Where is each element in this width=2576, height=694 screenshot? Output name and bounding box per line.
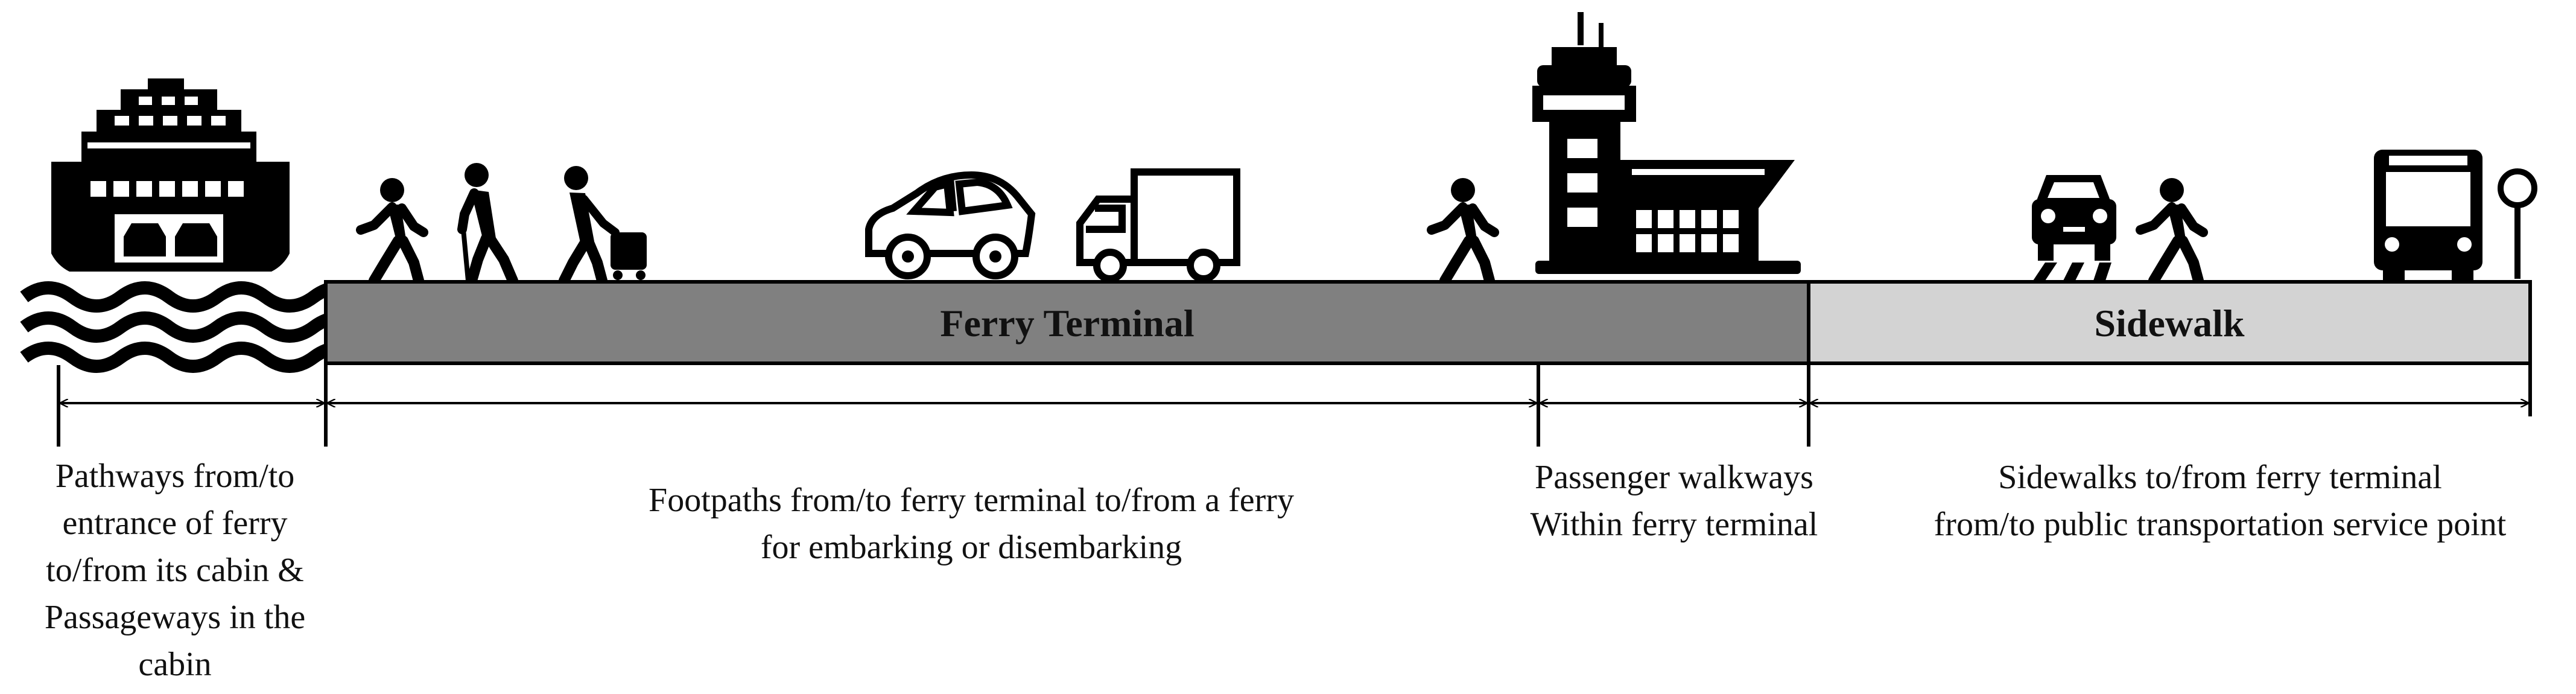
ferry-terminal-bar	[324, 280, 1810, 365]
caption-line: for embarking or disembarking	[760, 529, 1182, 566]
caption-terminal-walkways: Passenger walkways Within ferry terminal	[1508, 454, 1840, 548]
car-front-icon	[2032, 175, 2116, 281]
truck-icon	[1076, 168, 1240, 282]
caption-footpaths: Footpaths from/to ferry terminal to/from…	[543, 477, 1400, 571]
pedestrian-icon	[2140, 178, 2203, 281]
caption-line: to/from its cabin &	[46, 552, 304, 589]
caption-line: Passageways in the	[44, 599, 306, 636]
caption-ferry-cabin: Pathways from/to entrance of ferry to/fr…	[24, 453, 326, 688]
caption-line: Passenger walkways	[1535, 459, 1813, 496]
elderly-pedestrian-icon	[457, 163, 518, 286]
ferry-icon	[51, 78, 290, 272]
pedestrian-icon	[361, 178, 424, 281]
caption-line: from/to public transportation service po…	[1934, 506, 2507, 543]
terminal-building-icon	[1532, 12, 1801, 274]
caption-line: Within ferry terminal	[1530, 506, 1818, 543]
caption-sidewalks: Sidewalks to/from ferry terminal from/to…	[1882, 454, 2558, 548]
caption-line: entrance of ferry	[62, 505, 288, 542]
bus-icon	[2374, 150, 2482, 282]
caption-line: cabin	[138, 646, 212, 683]
pedestrian-icon	[1432, 178, 1494, 281]
bus-stop-sign-icon	[2498, 168, 2537, 279]
segment-boundaries	[57, 363, 2532, 447]
caption-line: Footpaths from/to ferry terminal to/from…	[649, 482, 1294, 519]
traveler-with-luggage-icon	[559, 166, 647, 286]
car-icon	[865, 171, 1036, 279]
caption-line: Sidewalks to/from ferry terminal	[1998, 459, 2442, 496]
waves-icon	[20, 281, 366, 373]
sidewalk-label: Sidewalk	[2095, 302, 2245, 345]
sidewalk-bar	[1807, 280, 2532, 365]
ferry-terminal-label: Ferry Terminal	[940, 302, 1194, 345]
caption-line: Pathways from/to	[55, 457, 295, 495]
